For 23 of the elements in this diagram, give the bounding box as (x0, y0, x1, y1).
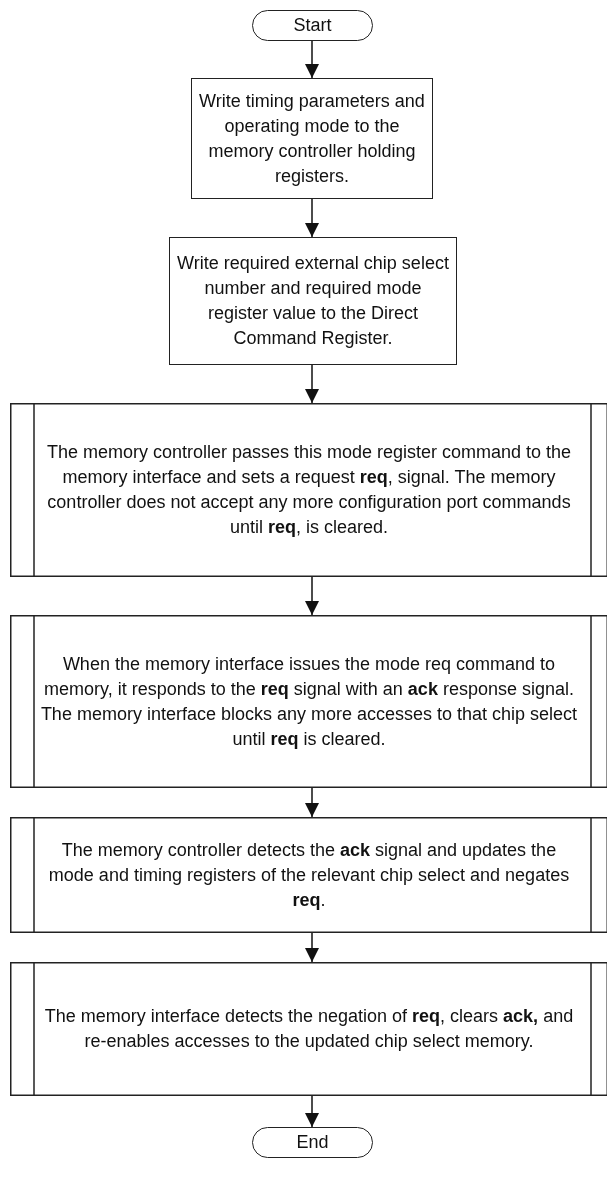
arrow (305, 1095, 319, 1128)
process-box (169, 237, 457, 365)
arrow (305, 364, 319, 404)
arrow (305, 198, 319, 238)
arrow (305, 40, 319, 79)
step-text: The memory controller detects the ack signal and updates the mode and timing registers of the relevant chip select and negates req. (47, 838, 571, 912)
predefined-process-box (10, 962, 607, 1096)
step-text: Write timing parameters and operating mode to the memory controller holding registers. (198, 89, 426, 188)
step-text: The memory controller passes this mode register command to the memory interface and sets a request req, signal. The memory controller does not accept any more configuration port commands until req, is cleared. (45, 441, 573, 539)
arrow (305, 787, 319, 818)
predefined-process-box (10, 403, 607, 577)
step-text: When the memory interface issues the mode req command to memory, it responds to the req signal with an ack response signal. The memory interface blocks any more accesses to that chip select until req is cleared. (39, 652, 579, 751)
terminal-label: Start (293, 14, 332, 37)
terminator-shape (252, 1127, 373, 1158)
step-text: The memory interface detects the negation of req, clears ack, and re-enables accesses to the updated chip select memory. (43, 1005, 575, 1053)
process-box (191, 78, 433, 199)
step-text: Write required external chip select number and required mode register value to the Direct Command Register. (176, 252, 450, 350)
arrow (305, 576, 319, 616)
arrow (305, 932, 319, 963)
predefined-process-box (10, 817, 607, 933)
predefined-process-box (10, 615, 607, 788)
terminator-shape (252, 10, 373, 41)
terminal-label: End (296, 1131, 329, 1154)
